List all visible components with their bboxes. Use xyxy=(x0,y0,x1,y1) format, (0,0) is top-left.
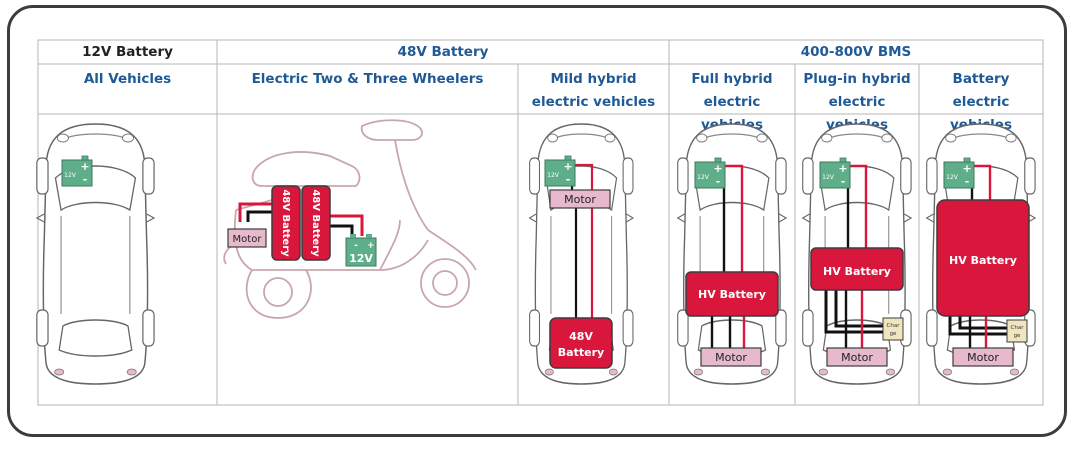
motor-mild: Motor xyxy=(549,189,611,209)
battery-12v-mild: 12V xyxy=(544,155,576,187)
charger-line1: Char xyxy=(1011,325,1025,331)
column-label-mild-hybrid: Mild hybrid electric vehicles xyxy=(531,71,656,110)
battery-48v-line2: Battery xyxy=(558,346,604,359)
battery-12v-plug-in: 12V xyxy=(819,157,851,189)
battery-12v-label: 12V xyxy=(697,174,710,181)
header-12v-battery: 12V Battery xyxy=(82,44,173,60)
motor-bev: Motor xyxy=(952,347,1014,367)
table-grid xyxy=(37,39,1044,406)
battery-48v-pack-1: 48V Battery xyxy=(271,185,301,261)
scooter-wiring xyxy=(238,202,364,236)
motor-plug-in: Motor xyxy=(826,347,888,367)
car-all-vehicles xyxy=(36,123,155,385)
motor-label: Motor xyxy=(564,193,596,206)
column-label-two-three-wheelers: Electric Two & Three Wheelers xyxy=(251,71,484,87)
battery-12v-label: 12V xyxy=(547,172,560,179)
hv-battery-plug-in: HV Battery xyxy=(810,247,904,291)
header-400-800v-bms: 400-800V BMS xyxy=(800,44,912,60)
charger-bev: Char ge xyxy=(1006,319,1028,343)
hv-battery-label: HV Battery xyxy=(949,254,1017,267)
column-label-all-vehicles: All Vehicles xyxy=(83,71,172,87)
battery-48v-label: 48V Battery xyxy=(310,189,321,257)
svg-text:-: - xyxy=(354,241,358,251)
charger-plug-in: Char ge xyxy=(882,317,904,341)
motor-label: Motor xyxy=(233,234,263,245)
scooter-outline xyxy=(223,119,477,319)
hv-battery-label: HV Battery xyxy=(698,288,766,301)
battery-12v-label: 12V xyxy=(946,174,959,181)
motor-label: Motor xyxy=(967,351,999,364)
motor-full: Motor xyxy=(700,347,762,367)
svg-text:+: + xyxy=(367,241,375,251)
hv-battery-label: HV Battery xyxy=(823,265,891,278)
car-full-hybrid xyxy=(676,123,787,385)
hv-battery-full: HV Battery xyxy=(685,271,779,317)
header-48v-battery: 48V Battery xyxy=(397,44,489,60)
battery-12v-scooter: - + 12V xyxy=(345,234,377,267)
charger-line2: ge xyxy=(890,331,897,337)
battery-12v-label: 12V xyxy=(64,172,77,179)
battery-12v-label: 12V xyxy=(349,252,373,265)
battery-48v-mild: 48V Battery xyxy=(549,317,613,369)
battery-12v-bev: 12V xyxy=(943,157,975,189)
battery-12v-label: 12V xyxy=(822,174,835,181)
motor-scooter: Motor xyxy=(227,228,267,248)
motor-label: Motor xyxy=(715,351,747,364)
battery-48v-label: 48V Battery xyxy=(280,189,291,257)
motor-label: Motor xyxy=(841,351,873,364)
hv-battery-bev: HV Battery xyxy=(936,199,1030,317)
battery-48v-pack-2: 48V Battery xyxy=(301,185,331,261)
charger-line2: ge xyxy=(1014,333,1021,339)
battery-12v-full: 12V xyxy=(694,157,726,189)
battery-12v-icon: 12V xyxy=(61,155,93,187)
charger-line1: Char xyxy=(887,323,901,329)
battery-48v-line1: 48V xyxy=(569,330,593,343)
